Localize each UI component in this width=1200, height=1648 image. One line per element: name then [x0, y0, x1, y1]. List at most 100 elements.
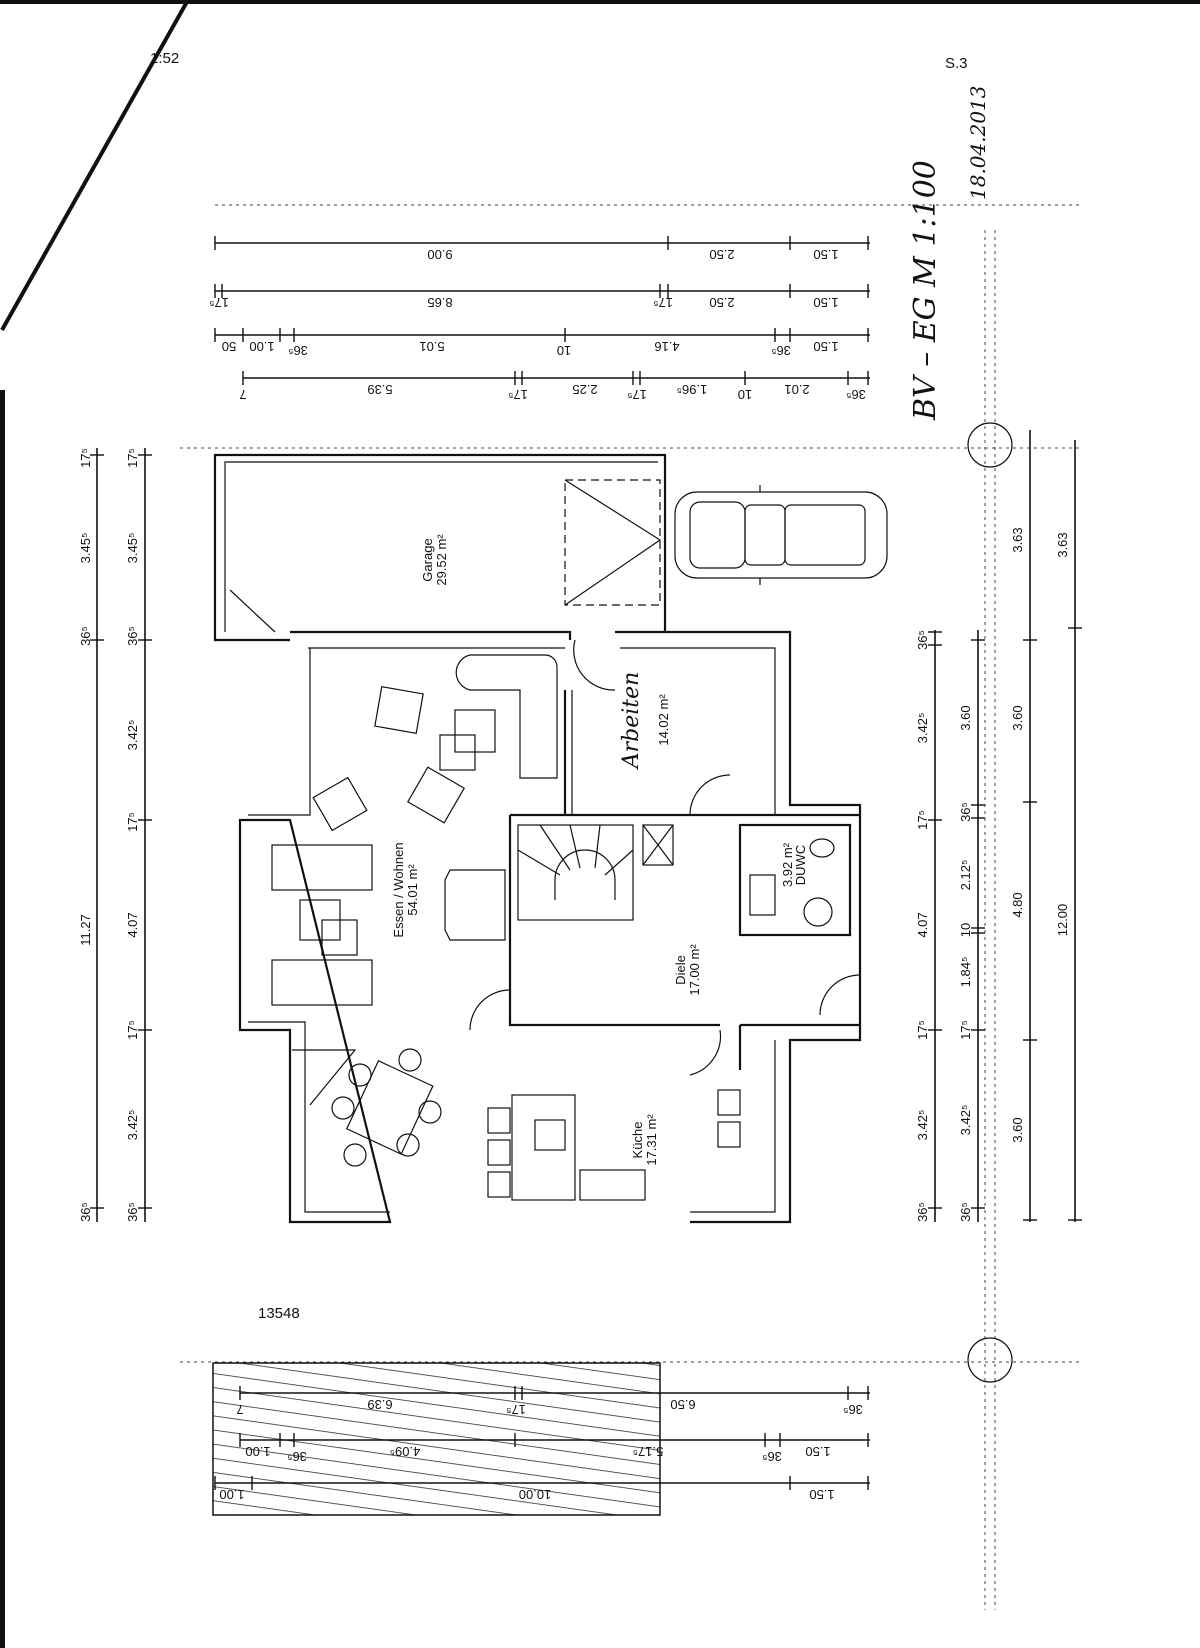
dimension-label: 10 [958, 923, 973, 937]
dimension-label: 6.39 [367, 1397, 392, 1412]
right-dimension-col-1: 36⁵ 3.42⁵ 17⁵ 4.07 17⁵ 3.42⁵ 36⁵ [915, 630, 942, 1222]
dimension-label: 36⁵ [288, 343, 308, 358]
dimension-label: 3.42⁵ [958, 1105, 973, 1136]
dimension-label: 11.27 [78, 914, 93, 946]
dimension-label: 36⁵ [843, 1402, 863, 1417]
dimension-label: 4.80 [1010, 892, 1025, 917]
dimension-label: 3.60 [1010, 1117, 1025, 1142]
room-area: 3.92 m² [780, 842, 795, 887]
dimension-label: 10 [738, 387, 752, 402]
dimension-label: 3.63 [1010, 527, 1025, 552]
dimension-label: 1.50 [813, 339, 838, 354]
dimension-label: 1.96⁵ [677, 382, 708, 397]
dimension-label: 3.45⁵ [125, 533, 140, 564]
dimension-label: 2.01 [784, 382, 809, 397]
dimension-label: 50 [222, 339, 236, 354]
dimension-label: 1.50 [813, 295, 838, 310]
dimension-label: 36⁵ [125, 626, 140, 646]
dimension-label: 36⁵ [125, 1202, 140, 1222]
bottom-dimension-row-3: 1.00 10.00 1.50 [214, 1476, 870, 1502]
dimension-label: 36⁵ [78, 626, 93, 646]
dimension-label: 3.60 [1010, 705, 1025, 730]
dimension-label: 1.84⁵ [958, 957, 973, 988]
axis-marker-circle [967, 1337, 1013, 1383]
dimension-label: 17⁵ [508, 387, 528, 402]
staircase [517, 824, 674, 921]
dimension-label: 36⁵ [287, 1449, 307, 1464]
dimension-label: 2.25 [572, 382, 597, 397]
room-area: 17.00 m² [687, 944, 702, 996]
top-dimension-row-1: 9.00 2.50 1.50 [214, 236, 870, 262]
right-dimension-col-4: 3.63 12.00 [1055, 440, 1082, 1222]
dimension-label: 12.00 [1055, 904, 1070, 937]
dimension-label: 1.50 [813, 247, 838, 262]
room-name: Küche [630, 1122, 645, 1159]
room-area: 14.02 m² [656, 694, 671, 746]
dimension-label: 17⁵ [627, 387, 647, 402]
dimension-label: 17⁵ [915, 1020, 930, 1040]
dimension-label: 17⁵ [209, 295, 229, 310]
furniture [271, 654, 835, 1201]
dimension-label: 7 [239, 387, 246, 402]
dimension-label: 5.01 [419, 339, 444, 354]
handwritten-title: BV – EG M 1:100 [908, 160, 943, 421]
dimension-label: 7 [236, 1402, 243, 1417]
dimension-label: 3.45⁵ [78, 533, 93, 564]
dimension-label: 4.07 [125, 912, 140, 937]
room-name: Arbeiten [619, 672, 644, 771]
dimension-label: 36⁵ [958, 1202, 973, 1222]
top-dimension-row-3: 50 1.00 36⁵ 5.01 10 4.16 36⁵ 1.50 [214, 328, 870, 358]
room-name: Garage [420, 538, 435, 581]
bottom-dimension-row-1: 7 6.39 17⁵ 6.50 36⁵ [236, 1386, 870, 1417]
dimension-label: 5.39 [367, 382, 392, 397]
dimension-label: 9.00 [427, 247, 452, 262]
dimension-label: 3.63 [1055, 532, 1070, 557]
dimension-label: 36⁵ [958, 802, 973, 822]
dimension-label: 17⁵ [653, 295, 673, 310]
dimension-label: 1.00 [219, 1487, 244, 1502]
dimension-label: 36⁵ [915, 1202, 930, 1222]
hatched-terrace-area [212, 1362, 661, 1516]
left-dimension-col-1: 17⁵ 3.45⁵ 36⁵ 11.27 36⁵ [78, 448, 104, 1222]
fax-time: 1:52 [150, 50, 179, 67]
top-dimension-row-2: 17⁵ 8.65 17⁵ 2.50 1.50 [209, 284, 870, 310]
dimension-label: 2.50 [709, 295, 734, 310]
dimension-label: 2.12⁵ [958, 860, 973, 891]
dimension-label: 36⁵ [915, 630, 930, 650]
dimension-label: 17⁵ [506, 1402, 526, 1417]
dimension-label: 36⁵ [846, 387, 866, 402]
dimension-label: 17⁵ [958, 1020, 973, 1040]
dimension-label: 17⁵ [125, 1020, 140, 1040]
dimension-label: 1.00 [245, 1444, 270, 1459]
house-walls [238, 630, 862, 1224]
room-name: Essen / Wohnen [391, 842, 406, 937]
scan-fold-line [0, 0, 190, 331]
drawing-number: 13548 [258, 1305, 300, 1322]
dimension-label: 17⁵ [125, 448, 140, 468]
dimension-label: 10.00 [519, 1487, 552, 1502]
room-area: 29.52 m² [434, 534, 449, 586]
garage: Garage 29.52 m² [213, 453, 667, 642]
dimension-label: 17⁵ [78, 448, 93, 468]
dimension-label: 1.50 [805, 1444, 830, 1459]
right-dimension-col-2: 3.60 36⁵ 2.12⁵ 10 1.84⁵ 17⁵ 3.42⁵ 36⁵ [958, 630, 985, 1222]
axis-marker-circle [967, 422, 1013, 468]
dimension-label: 36⁵ [771, 343, 791, 358]
scan-top-edge [0, 0, 1200, 4]
dimension-label: 36⁵ [78, 1202, 93, 1222]
room-area: 17.31 m² [644, 1114, 659, 1166]
dimension-label: 4.09⁵ [390, 1444, 421, 1459]
scan-left-edge [0, 390, 5, 1648]
dimension-label: 17⁵ [125, 812, 140, 832]
dimension-label: 3.42⁵ [915, 1110, 930, 1141]
right-dimension-col-3: 3.63 3.60 4.80 3.60 [1010, 430, 1037, 1222]
bottom-dimension-row-2: 1.00 36⁵ 4.09⁵ 5.17⁵ 36⁵ 1.50 [239, 1433, 870, 1464]
dimension-label: 4.07 [915, 912, 930, 937]
handwritten-date: 18.04.2013 [966, 85, 990, 200]
dimension-label: 1.00 [249, 339, 274, 354]
car-symbol [674, 485, 888, 585]
dimension-label: 3.42⁵ [915, 713, 930, 744]
dimension-label: 36⁵ [762, 1449, 782, 1464]
dimension-label: 2.50 [709, 247, 734, 262]
